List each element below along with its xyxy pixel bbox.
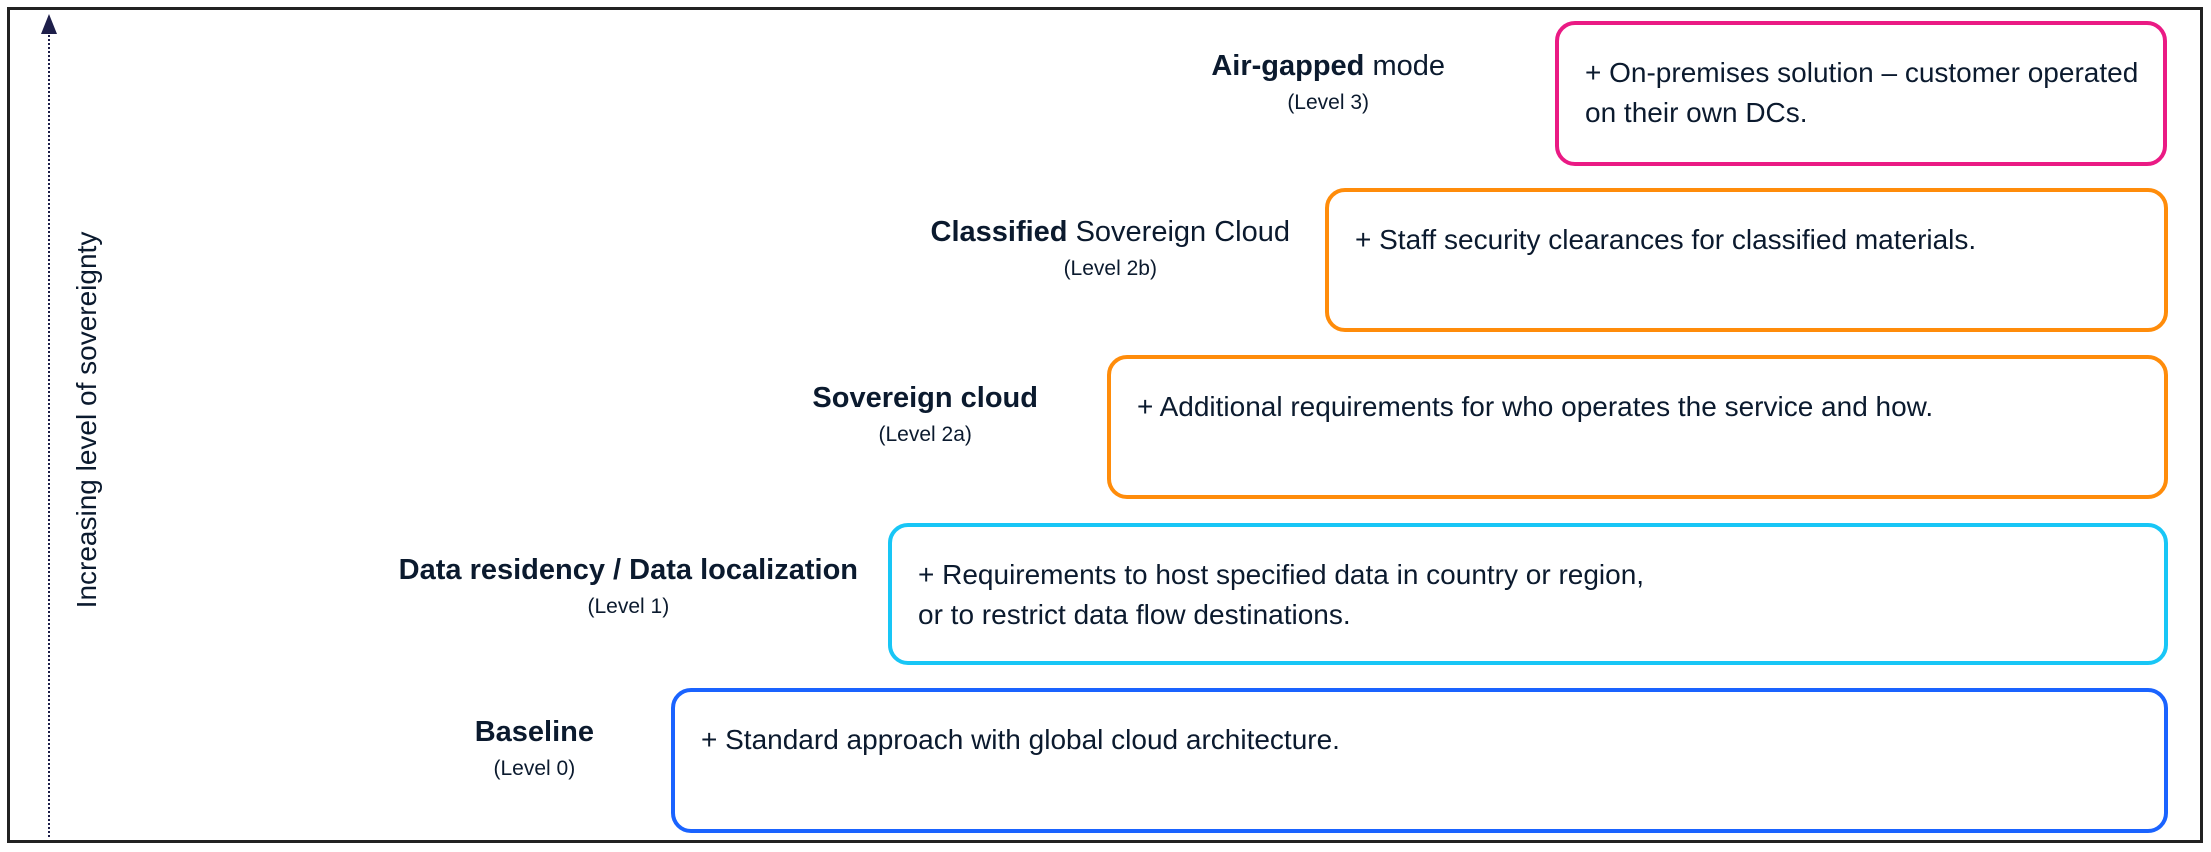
level-2b-label: Classified Sovereign Cloud (Level 2b) (931, 212, 1290, 286)
level-title-bold: Sovereign cloud (812, 382, 1038, 414)
level-description: + Staff security clearances for classifi… (1355, 224, 1977, 255)
level-1-box: + Requirements to host specified data in… (888, 523, 2168, 665)
level-description-line-1: + Requirements to host specified data in… (918, 559, 1645, 590)
level-description: + Additional requirements for who operat… (1137, 391, 1934, 422)
diagram-frame (7, 7, 2203, 843)
level-description: + Standard approach with global cloud ar… (701, 724, 1340, 755)
level-title-bold: Classified (930, 216, 1068, 248)
level-2b-box: + Staff security clearances for classifi… (1325, 188, 2168, 332)
level-2a-box: + Additional requirements for who operat… (1107, 355, 2168, 499)
level-description-line-2: or to restrict data flow destinations. (918, 599, 1351, 630)
axis-label: Increasing level of sovereignty (71, 231, 102, 609)
level-number: (Level 0) (493, 757, 576, 780)
level-title-rest: Sovereign Cloud (1067, 216, 1290, 248)
level-number: (Level 2b) (1063, 257, 1157, 280)
arrow-up-icon (41, 14, 57, 34)
level-0-label: Baseline (Level 0) (475, 712, 594, 786)
level-number: (Level 2a) (878, 423, 972, 446)
level-title-bold: Air-gapped (1211, 50, 1365, 82)
level-2a-label: Sovereign cloud (Level 2a) (812, 378, 1038, 452)
level-description: + On-premises solution – customer operat… (1585, 57, 2139, 128)
level-3-label: Air-gapped mode (Level 3) (1211, 46, 1445, 120)
level-title-rest: mode (1364, 50, 1445, 82)
level-0-box: + Standard approach with global cloud ar… (671, 688, 2168, 833)
level-number: (Level 3) (1287, 91, 1370, 114)
level-number: (Level 1) (587, 595, 670, 618)
level-3-box: + On-premises solution – customer operat… (1555, 21, 2167, 166)
sovereignty-axis-line (48, 32, 50, 837)
level-title-bold: Baseline (474, 716, 594, 748)
level-title-bold: Data residency / Data localization (398, 554, 858, 586)
level-1-label: Data residency / Data localization (Leve… (399, 550, 858, 624)
